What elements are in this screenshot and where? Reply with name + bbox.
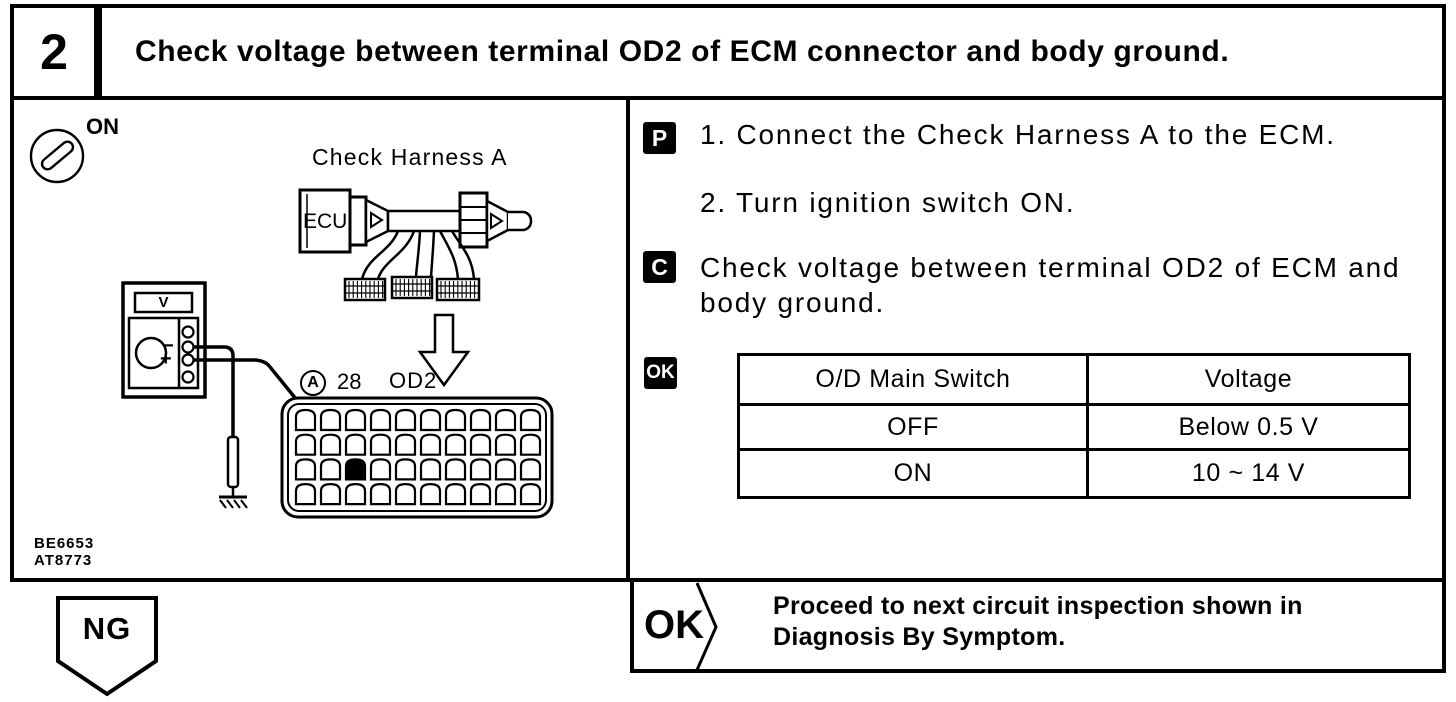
pin-number-label: 28 (337, 369, 362, 394)
spec-table-header-switch: O/D Main Switch (737, 353, 1089, 406)
plus-terminal-label: + (160, 348, 172, 370)
prepare-step-1: 1. Connect the Check Harness A to the EC… (700, 119, 1336, 150)
step-number: 2 (10, 4, 98, 100)
ignition-on-label: ON (86, 114, 119, 139)
check-badge: C (643, 251, 676, 283)
ecu-label: ECU (303, 210, 348, 233)
spec-table-cell-on: ON (737, 448, 1089, 499)
prepare-badge: P (643, 122, 676, 154)
figure-code-2: AT8773 (34, 552, 93, 569)
result-action-text: Proceed to next circuit inspection shown… (773, 592, 1303, 651)
check-instruction-text: Check voltage between terminal OD2 of EC… (700, 252, 1401, 318)
figure-code-1: BE6653 (34, 535, 95, 552)
result-ok-label: OK (644, 603, 704, 647)
result-strip (630, 582, 1446, 673)
instruction-panel (630, 100, 1446, 582)
ok-badge: OK (644, 357, 677, 389)
spec-table-cell-off: OFF (737, 403, 1089, 451)
prepare-step-2: 2. Turn ignition switch ON. (700, 187, 1076, 218)
step-title: Check voltage between terminal OD2 of EC… (98, 4, 1446, 100)
ng-label: NG (82, 611, 132, 646)
check-harness-label: Check Harness A (312, 144, 508, 170)
minus-terminal-label: − (162, 335, 174, 357)
voltmeter-unit-label: V (158, 294, 169, 311)
spec-table: O/D Main Switch Voltage OFF Below 0.5 V … (737, 353, 1411, 499)
connector-id-badge: A (300, 370, 326, 396)
step-title-text: Check voltage between terminal OD2 of EC… (135, 35, 1230, 68)
spec-table-cell-below: Below 0.5 V (1086, 403, 1411, 451)
spec-table-cell-range: 10 ~ 14 V (1086, 448, 1411, 499)
spec-table-header-voltage: Voltage (1086, 353, 1411, 406)
diagram-panel (10, 100, 630, 582)
terminal-name-label: OD2 (389, 368, 438, 393)
